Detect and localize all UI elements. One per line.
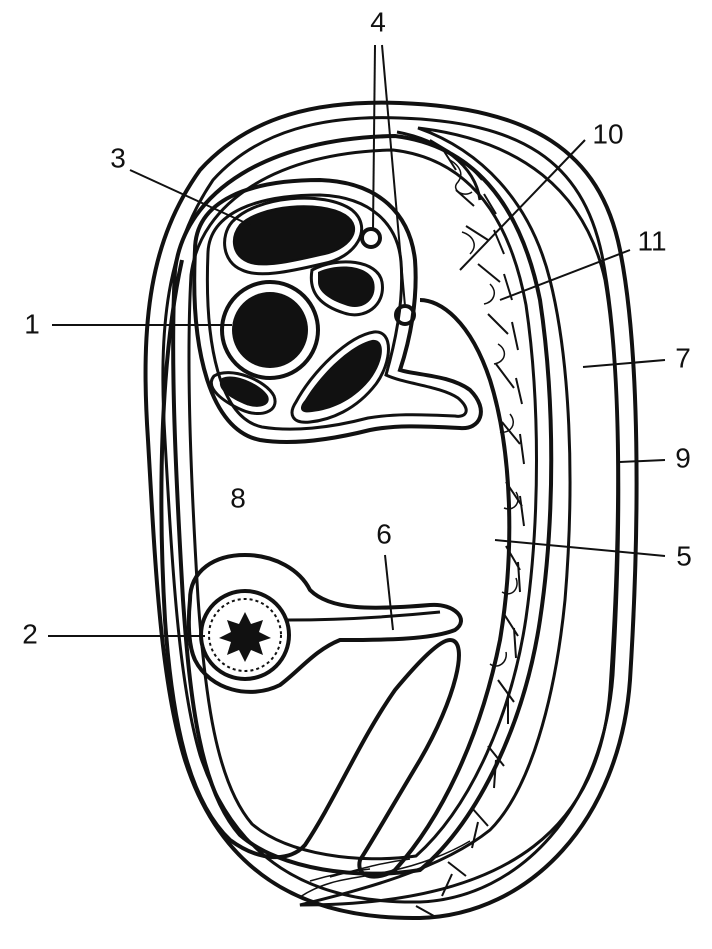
muscle-layer bbox=[300, 128, 618, 916]
leader-lines bbox=[48, 45, 665, 636]
leader-7 bbox=[583, 360, 665, 367]
label-1: 1 bbox=[24, 308, 40, 339]
leader-9 bbox=[620, 460, 665, 462]
label-4: 4 bbox=[370, 6, 386, 37]
organ-3 bbox=[234, 206, 354, 264]
label-3: 3 bbox=[110, 142, 126, 173]
label-8: 8 bbox=[230, 482, 246, 513]
label-6: 6 bbox=[376, 518, 392, 549]
label-2: 2 bbox=[22, 618, 38, 649]
lower-organ-2 bbox=[189, 555, 461, 692]
label-7: 7 bbox=[675, 342, 691, 373]
label-5: 5 bbox=[676, 540, 692, 571]
label-9: 9 bbox=[675, 442, 691, 473]
organ-1 bbox=[232, 292, 308, 368]
label-11: 11 bbox=[637, 225, 666, 256]
leader-4b bbox=[382, 45, 405, 306]
label-10: 10 bbox=[592, 118, 623, 149]
leader-4a bbox=[373, 45, 375, 230]
leader-5 bbox=[495, 540, 665, 556]
leader-6 bbox=[385, 555, 393, 630]
